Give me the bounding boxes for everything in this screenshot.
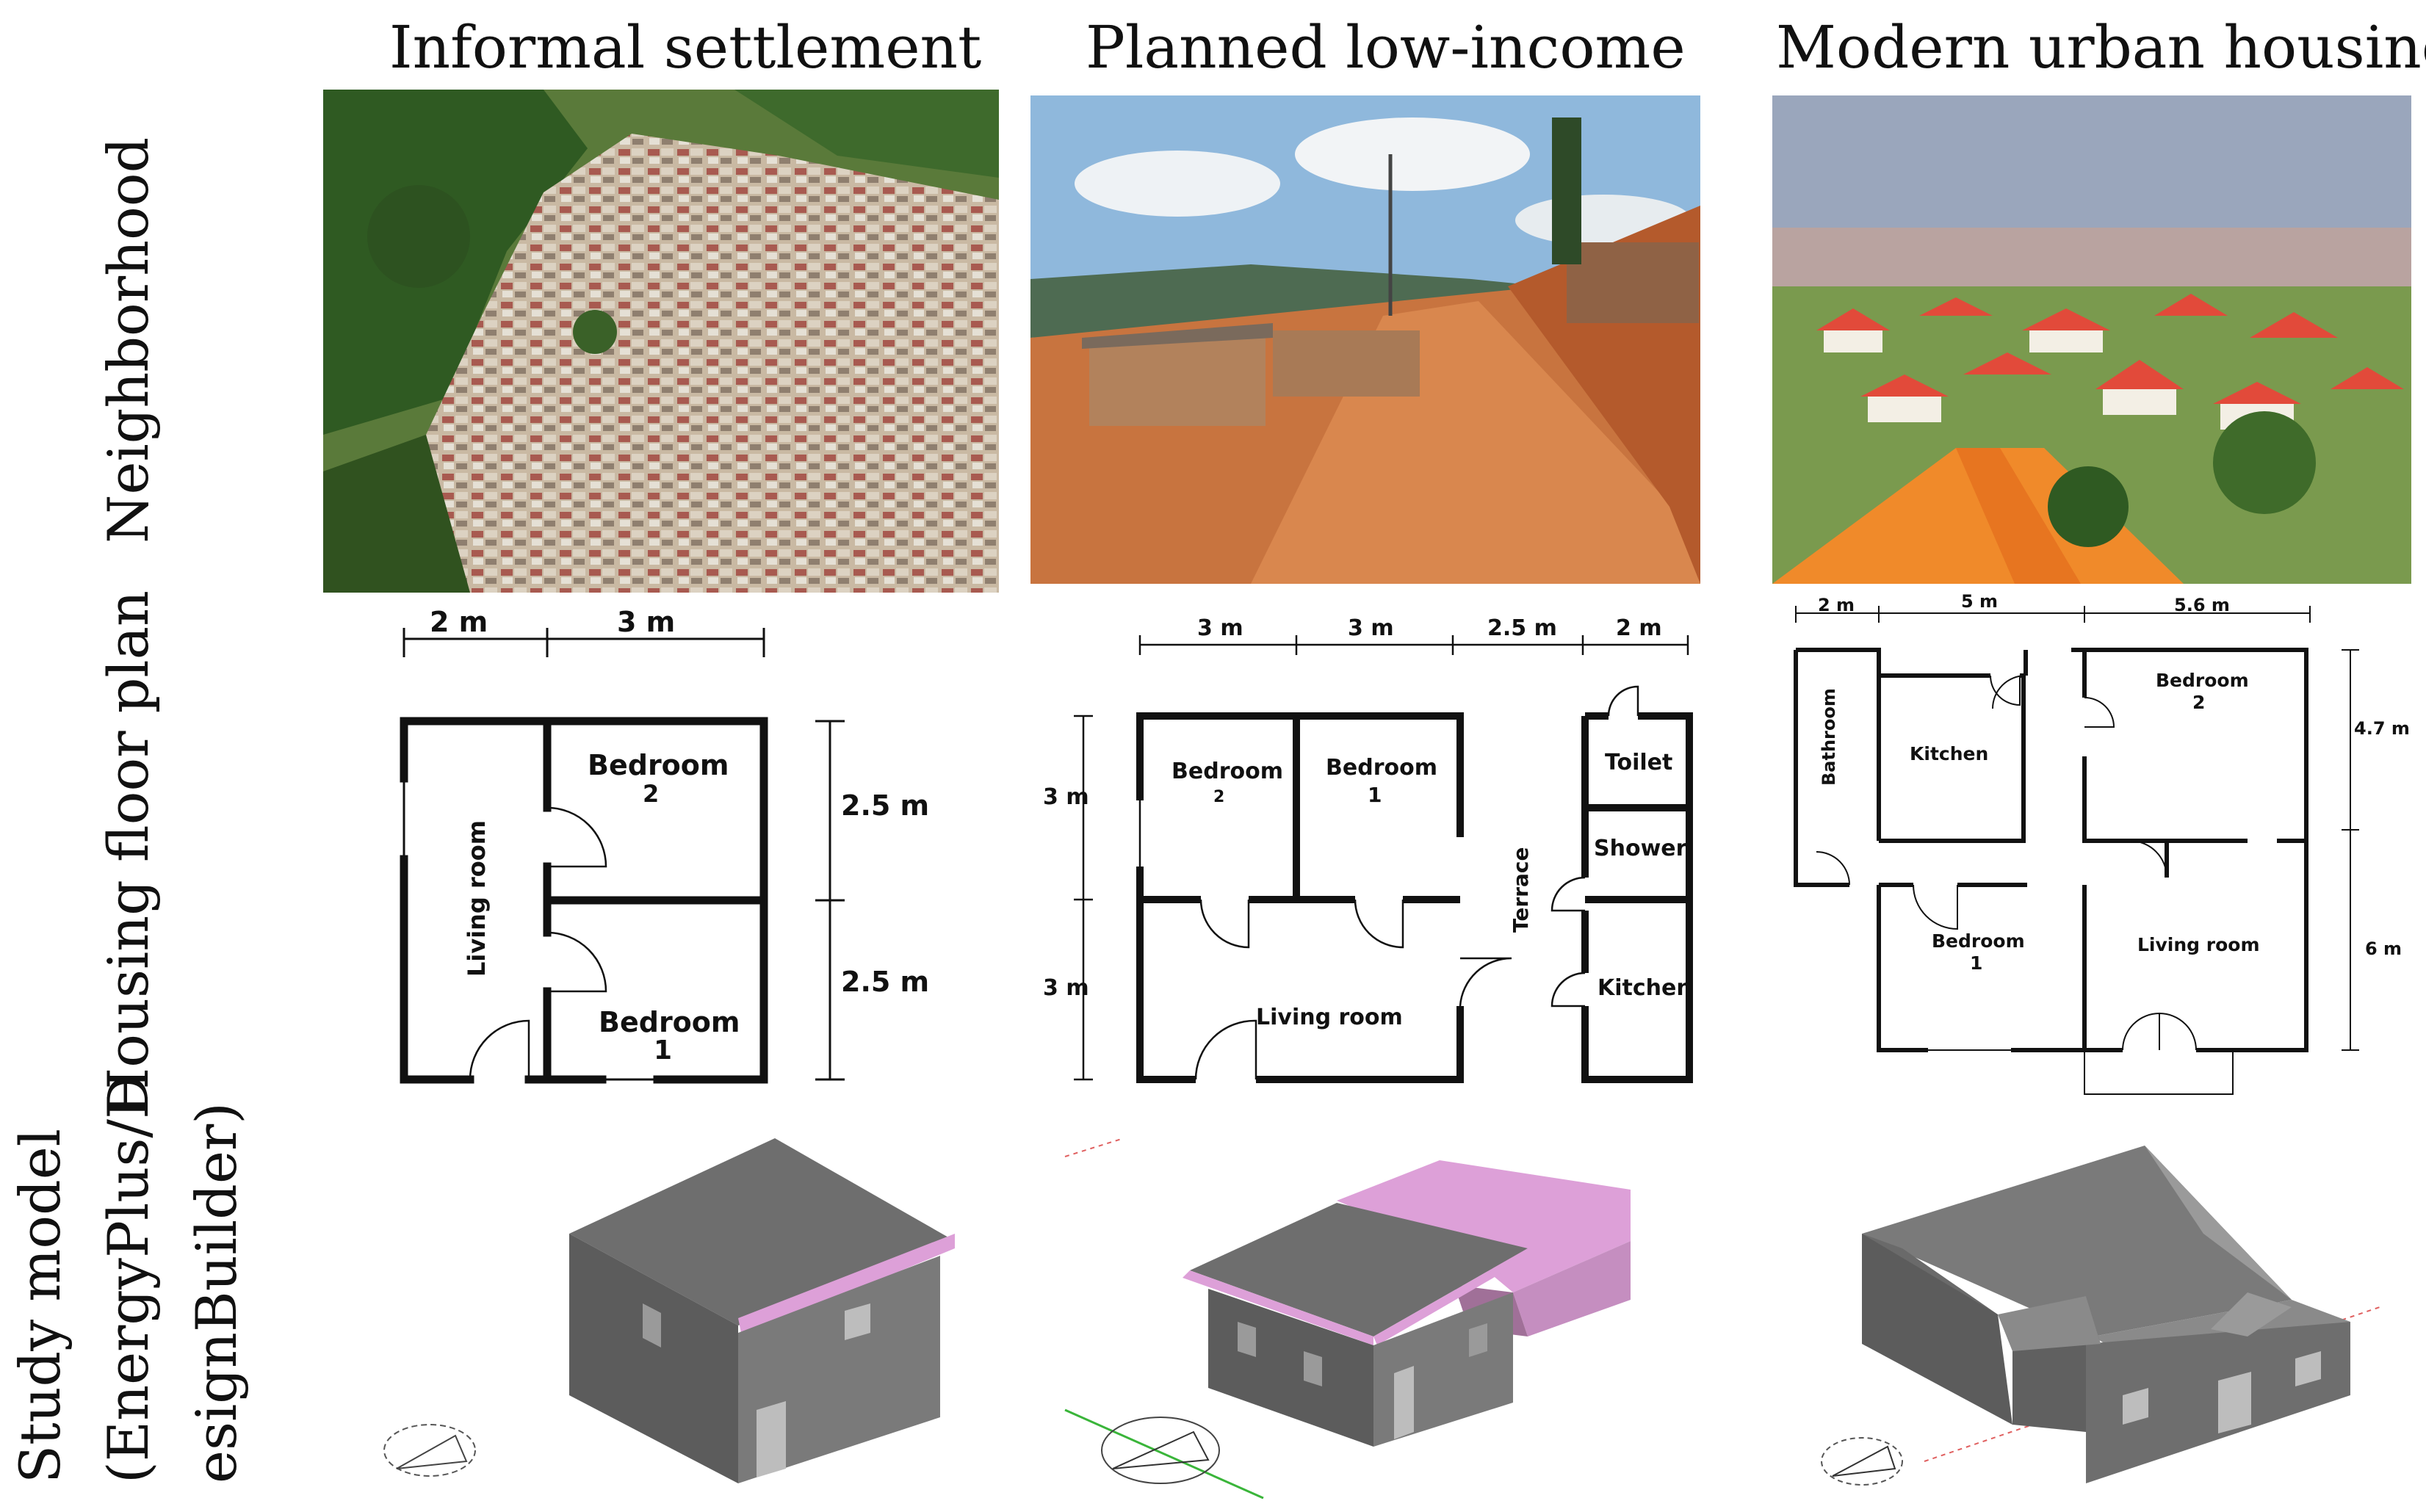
row-label-neighborhood: Neighborhood [95, 137, 161, 543]
room-modern-living: Living room [2137, 934, 2260, 955]
room-modern-bedroom1: Bedroom [1932, 930, 2025, 952]
room-informal-living: Living room [463, 820, 491, 977]
room-informal-bedroom2-num: 2 [643, 780, 659, 808]
room-planned-bedroom2: Bedroom [1172, 759, 1283, 784]
photo-planned-low-income [1030, 95, 1700, 584]
label-planned-terrace: Terrace [1509, 847, 1533, 933]
dim-planned-3m-a: 3 m [1197, 615, 1243, 641]
column-title-modern: Modern urban housing [1776, 13, 2426, 82]
room-planned-shower: Shower [1594, 836, 1687, 861]
room-informal-bedroom1: Bedroom [599, 1006, 740, 1038]
photo-informal-settlement [323, 90, 999, 593]
room-planned-toilet: Toilet [1605, 750, 1672, 775]
model-planned [1043, 1109, 1689, 1505]
room-modern-bedroom2-num: 2 [2192, 692, 2205, 713]
dim-modern-6m: 6 m [2365, 938, 2402, 959]
row-label-floor-plan: Housing floor plan [95, 590, 161, 1116]
row-label-model-line3: esignBuilder) [184, 1102, 249, 1483]
room-planned-bedroom1-num: 1 [1368, 783, 1382, 807]
room-planned-kitchen: Kitchen [1598, 975, 1692, 1001]
floor-plan-modern: 2 m 5 m 5.6 m 4.7 m 6 m [1777, 587, 2424, 1116]
dim-informal-3m: 3 m [617, 609, 675, 638]
dim-modern-4-7m: 4.7 m [2354, 718, 2410, 739]
dim-modern-5m: 5 m [1961, 591, 1998, 612]
dim-modern-5-6m: 5.6 m [2174, 595, 2230, 615]
floor-plan-planned: 3 m 3 m 2.5 m 2 m 3 m 3 m [1028, 609, 1704, 1094]
room-planned-living: Living room [1256, 1005, 1403, 1030]
model-informal [367, 1124, 999, 1505]
dim-planned-3m-b: 3 m [1348, 615, 1394, 641]
dim-planned-2m: 2 m [1616, 615, 1662, 641]
dim-modern-2m: 2 m [1818, 595, 1855, 615]
room-informal-bedroom2: Bedroom [588, 749, 729, 781]
room-modern-bedroom2: Bedroom [2156, 670, 2249, 691]
floor-plan-informal: 2 m 3 m 2.5 m 2.5 m Bed [382, 609, 970, 1087]
room-modern-bedroom1-num: 1 [1970, 952, 1982, 974]
room-planned-bedroom1: Bedroom [1326, 755, 1437, 781]
row-label-model-line2: (EnergyPlus/D [95, 1074, 161, 1483]
dim-planned-3m-left-b: 3 m [1043, 975, 1089, 1001]
dim-planned-3m-left-a: 3 m [1043, 784, 1089, 810]
room-modern-bathroom: Bathroom [1819, 688, 1839, 786]
dim-informal-2-5m-b: 2.5 m [841, 966, 929, 998]
room-informal-bedroom1-num: 1 [654, 1035, 672, 1066]
row-label-model-line1: Study model [7, 1128, 73, 1483]
room-modern-kitchen: Kitchen [1910, 743, 1988, 764]
column-title-planned: Planned low-income [1086, 13, 1686, 82]
photo-modern-urban [1772, 95, 2411, 584]
model-modern [1777, 1116, 2424, 1498]
dim-informal-2-5m-a: 2.5 m [841, 789, 929, 822]
dim-planned-2-5m: 2.5 m [1487, 615, 1557, 641]
dim-informal-2m: 2 m [430, 609, 488, 638]
room-planned-bedroom2-num: 2 [1213, 788, 1224, 806]
column-title-informal: Informal settlement [389, 13, 982, 82]
